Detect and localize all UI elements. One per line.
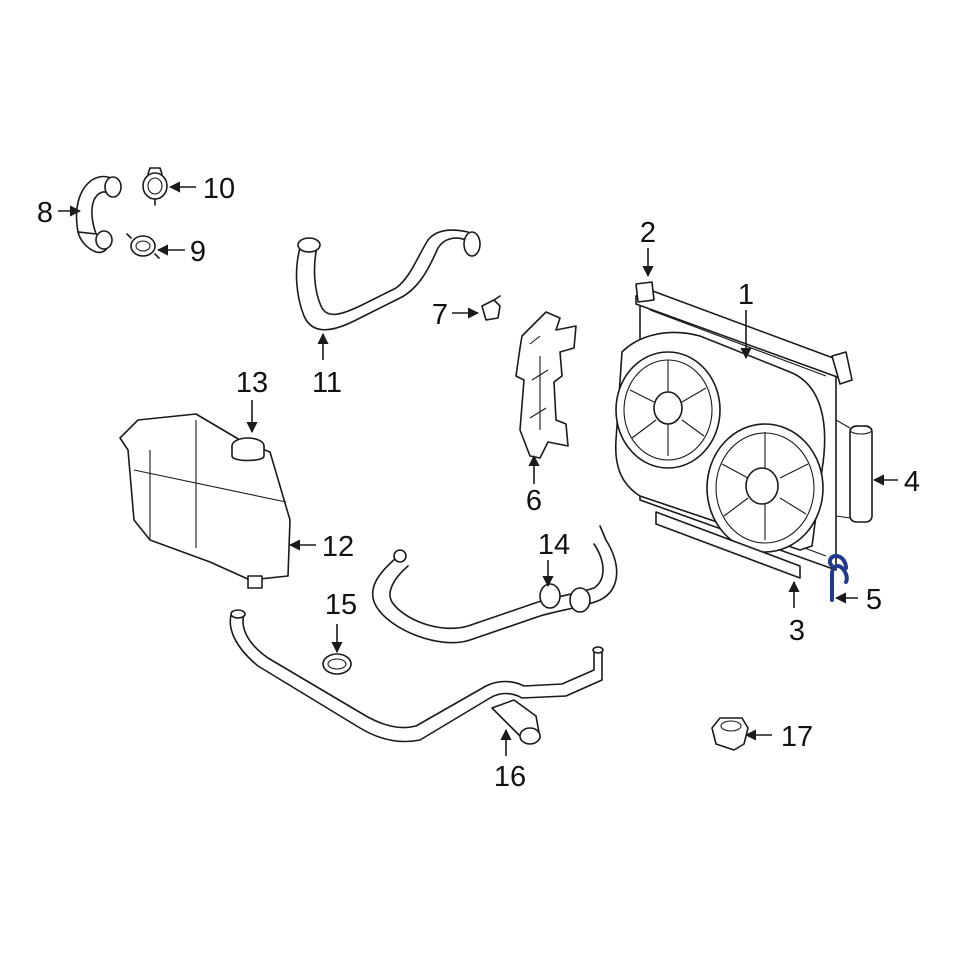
callout-16: 16: [494, 761, 526, 793]
callout-14: 14: [538, 529, 570, 561]
callout-9: 9: [190, 236, 206, 268]
callout-8: 8: [37, 197, 53, 229]
callout-17: 17: [781, 721, 813, 753]
part-7-push-pin[interactable]: [481, 295, 501, 321]
part-11-radiator-hose[interactable]: [295, 229, 481, 331]
part-16-lower-hose[interactable]: [229, 609, 604, 745]
part-14-heater-hose[interactable]: [371, 525, 618, 644]
part-8-hose[interactable]: [75, 175, 122, 254]
part-6-air-deflector[interactable]: [515, 311, 577, 459]
callout-2: 2: [640, 217, 656, 249]
callout-7: 7: [432, 299, 448, 331]
callout-13: 13: [236, 367, 268, 399]
part-5-drain-hose[interactable]: [827, 553, 849, 602]
callout-11: 11: [312, 367, 342, 399]
callout-3: 3: [789, 615, 805, 647]
part-12-coolant-reservoir[interactable]: [119, 413, 291, 589]
callout-12: 12: [322, 531, 354, 563]
part-10-clamp[interactable]: [142, 167, 168, 206]
radiator-fan-assembly[interactable]: [614, 281, 873, 579]
part-4-receiver-drier: [849, 425, 873, 523]
part-3-bottom-tank: [655, 511, 801, 579]
callout-4: 4: [904, 466, 920, 498]
part-13-reservoir-cap[interactable]: [231, 437, 265, 462]
leader-lines: [58, 181, 898, 756]
callout-6: 6: [526, 485, 542, 517]
part-2-bracket: [635, 281, 655, 303]
callout-1: 1: [738, 279, 754, 311]
part-15-clamp[interactable]: [322, 653, 352, 675]
part-9-clamp[interactable]: [126, 233, 160, 259]
callout-15: 15: [325, 589, 357, 621]
callout-labels: 1 2 3 4 5 6 7 8 9 10 11 12 13 14 15 16 1…: [37, 173, 920, 793]
callout-5: 5: [866, 584, 882, 616]
callout-10: 10: [203, 173, 235, 205]
part-17-mount-bushing[interactable]: [711, 717, 749, 751]
